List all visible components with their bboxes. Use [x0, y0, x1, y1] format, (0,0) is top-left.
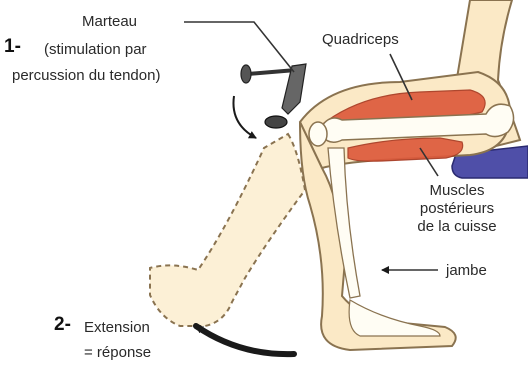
patella-bone	[309, 122, 327, 146]
step1-line1: (stimulation par	[44, 41, 147, 59]
posterior-muscles-line1: Muscles	[407, 182, 507, 200]
extension-arrow	[196, 326, 294, 354]
quadriceps-label: Quadriceps	[322, 31, 399, 49]
extended-leg-outline	[150, 134, 305, 326]
reflex-hammer	[241, 64, 306, 128]
step2-line2: = réponse	[84, 344, 151, 362]
posterior-muscles-line2: postérieurs	[407, 200, 507, 218]
step1-number: 1-	[4, 38, 21, 56]
step2-line1: Extension	[84, 319, 150, 337]
marteau-label: Marteau	[82, 13, 137, 31]
jambe-label: jambe	[446, 262, 487, 280]
marteau-pointer	[184, 22, 294, 72]
posterior-muscles-line3: de la cuisse	[405, 218, 509, 236]
strike-arrow	[233, 96, 256, 138]
step2-number: 2-	[54, 316, 71, 334]
foot-bones	[349, 300, 440, 336]
step1-line2: percussion du tendon)	[12, 67, 160, 85]
